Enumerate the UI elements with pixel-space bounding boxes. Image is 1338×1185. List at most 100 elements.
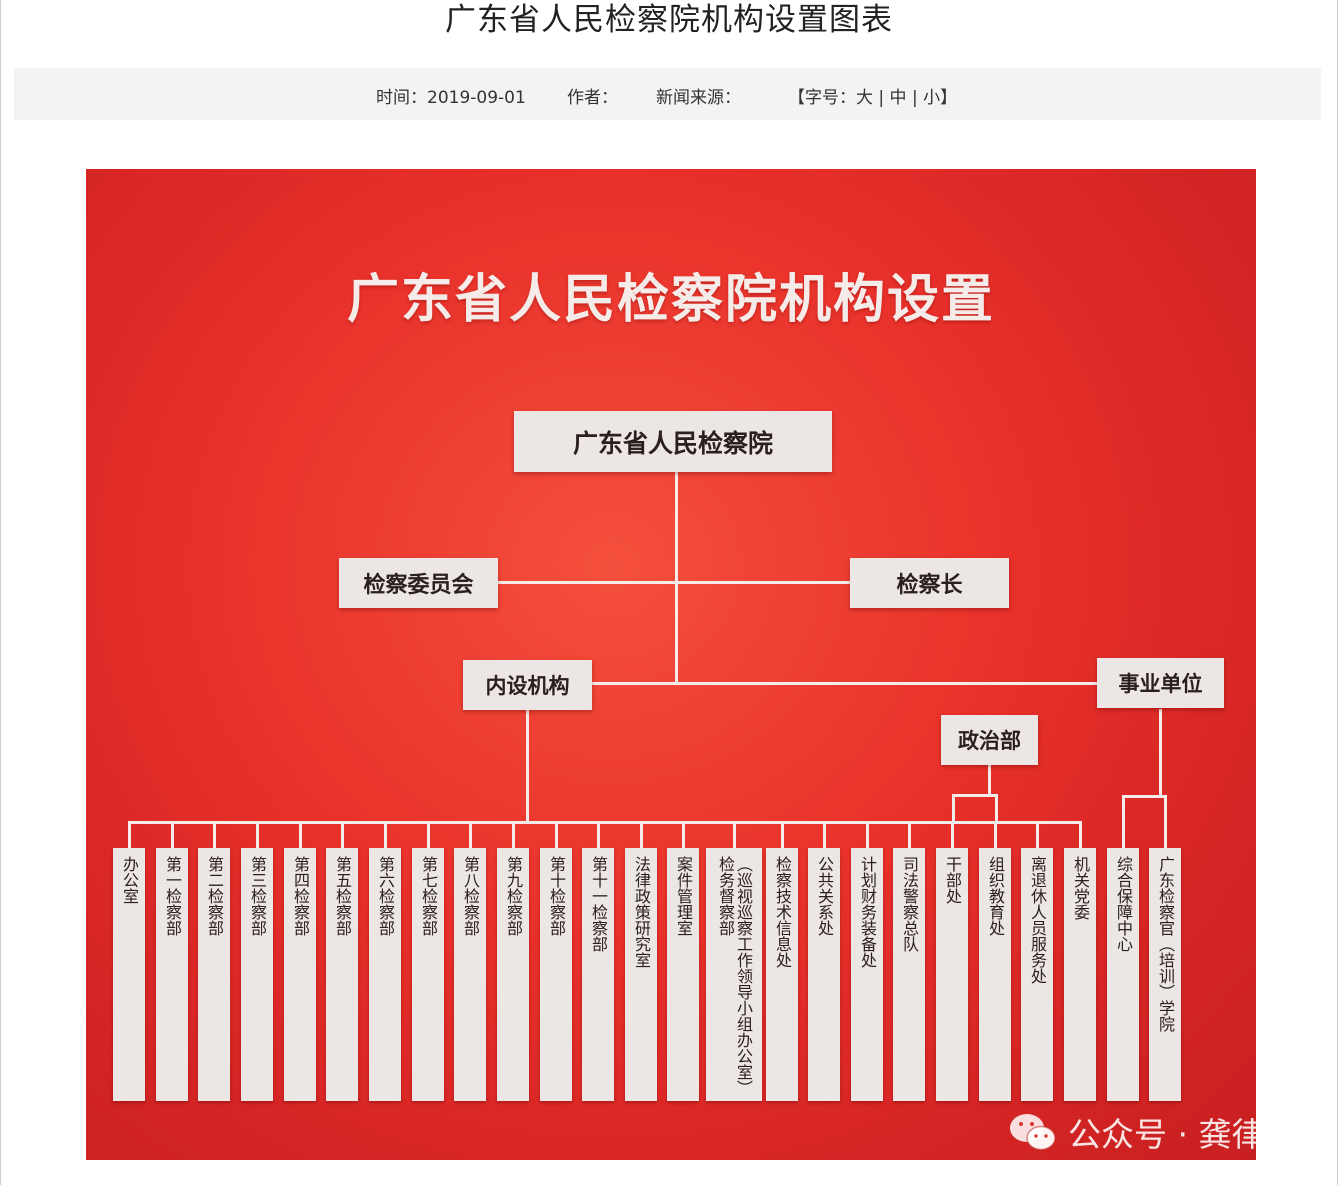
political-drop-line [988,765,991,795]
unit-drop-line [781,821,784,848]
org-unit-column: 第五检察部 [326,848,358,1101]
unit-drop-line [908,821,911,848]
org-unit-label: （巡视巡察工作领导小组办公室） [734,856,753,1096]
org-unit-label: 机关党委 [1071,856,1090,920]
org-unit-label: 第九检察部 [504,856,523,936]
org-unit-label: 司法警察总队 [900,856,919,952]
org-unit-column: 广东检察官（培训）学院 [1149,848,1181,1101]
political-dept-box: 政治部 [941,715,1038,765]
article-title: 广东省人民检察院机构设置图表 [445,2,893,38]
unit-drop-line [640,821,643,848]
org-chart-image: 广东省人民检察院机构设置 广东省人民检察院 检察委员会 检察长 内设机构 事业单… [86,169,1256,1160]
poster-title: 广东省人民检察院机构设置 [346,270,995,330]
political-bracket-left [952,794,955,822]
font-size-suffix: 】 [940,88,958,108]
unit-drop-line [951,821,954,848]
font-size-large-button[interactable]: 大 [856,88,873,108]
unit-drop-line [823,821,826,848]
org-unit-label: 法律政策研究室 [632,856,651,968]
unit-drop-line [994,821,997,848]
org-unit-label: 计划财务装备处 [858,856,877,968]
chief-box: 检察长 [850,558,1009,608]
org-unit-label: 离退休人员服务处 [1028,856,1047,984]
org-unit-label: 综合保障中心 [1114,856,1133,952]
font-size-medium-button[interactable]: 中 [889,88,907,108]
org-unit-column: 综合保障中心 [1107,848,1139,1101]
article-meta-bar: 时间：2019-09-01 作者： 新闻来源： 【字号：大 | 中 | 小】 [14,68,1321,120]
watermark: 公众号 · 龚律 [1008,1108,1264,1156]
org-unit-label: 公共关系处 [815,856,834,936]
publish-time: 时间：2019-09-01 [376,88,526,108]
org-unit-label: 第十一检察部 [589,856,608,952]
org-unit-label: 检察技术信息处 [773,856,792,968]
org-unit-column: 检务督察部（巡视巡察工作领导小组办公室） [706,848,762,1101]
org-unit-label: 检务督察部 [716,856,735,936]
org-unit-column: 第六检察部 [369,848,401,1101]
org-unit-column: 第八检察部 [454,848,486,1101]
unit-drop-line [341,821,344,848]
unit-drop-line [733,821,736,848]
org-unit-label: 第三检察部 [248,856,267,936]
author: 作者： [567,88,618,108]
org-unit-column: 办公室 [113,848,145,1101]
leadership-connector [498,581,850,584]
org-unit-column: 第四检察部 [284,848,316,1101]
wechat-icon [1010,1114,1056,1151]
page-border-left [0,0,1,1185]
unit-drop-line [384,821,387,848]
org-unit-column: 法律政策研究室 [625,848,657,1101]
font-size-prefix: 【字号： [788,88,856,108]
institutions-bracket [1122,795,1167,798]
unit-drop-line [866,821,869,848]
org-unit-column: 第十检察部 [540,848,572,1101]
committee-box: 检察委员会 [339,558,498,608]
unit-drop-line [1079,821,1082,848]
org-unit-column: 离退休人员服务处 [1021,848,1053,1101]
org-unit-label: 第八检察部 [461,856,480,936]
unit-drop-line [427,821,430,848]
root-org-box: 广东省人民检察院 [514,411,832,472]
org-unit-label: 办公室 [120,856,139,904]
org-unit-label: 第六检察部 [376,856,395,936]
unit-drop-line [128,821,131,848]
unit-drop-line [299,821,302,848]
font-size-separator: | [911,88,918,108]
trunk-line [675,471,678,684]
org-unit-label: 第四检察部 [291,856,310,936]
org-unit-label: 第十检察部 [547,856,566,936]
political-bracket-right [995,794,998,822]
org-unit-column: 第二检察部 [198,848,230,1101]
internal-org-box: 内设机构 [463,660,592,710]
org-unit-label: 第五检察部 [333,856,352,936]
org-unit-column: 公共关系处 [808,848,840,1101]
org-unit-label: 广东检察官（培训）学院 [1156,856,1175,1032]
org-unit-column: 干部处 [936,848,968,1101]
org-unit-column: 计划财务装备处 [851,848,883,1101]
font-size-small-button[interactable]: 小 [923,88,941,108]
org-unit-column: 案件管理室 [667,848,699,1101]
org-unit-column: 检察技术信息处 [766,848,798,1101]
political-bracket [952,794,997,797]
unit-drop-line [256,821,259,848]
institutions-drop-line [1159,709,1162,797]
org-unit-column: 第一检察部 [156,848,188,1101]
internal-units-bar [129,821,1082,824]
org-unit-column: 机关党委 [1064,848,1096,1101]
internal-drop-line [526,709,529,822]
news-source: 新闻来源： [656,88,741,108]
org-unit-column: 组织教育处 [979,848,1011,1101]
unit-drop-line [469,821,472,848]
unit-drop-line [555,821,558,848]
org-unit-column: 第七检察部 [412,848,444,1101]
unit-drop-line [213,821,216,848]
org-unit-column: 第十一检察部 [582,848,614,1101]
watermark-text: 公众号 · 龚律 [1068,1115,1265,1154]
unit-drop-line [1036,821,1039,848]
unit-drop-line [682,821,685,848]
org-unit-label: 第一检察部 [163,856,182,936]
institution-drop-line [1164,795,1167,848]
org-unit-column: 第九检察部 [497,848,529,1101]
institutions-box: 事业单位 [1097,658,1224,708]
org-unit-label: 干部处 [943,856,962,904]
org-unit-label: 组织教育处 [986,856,1005,936]
